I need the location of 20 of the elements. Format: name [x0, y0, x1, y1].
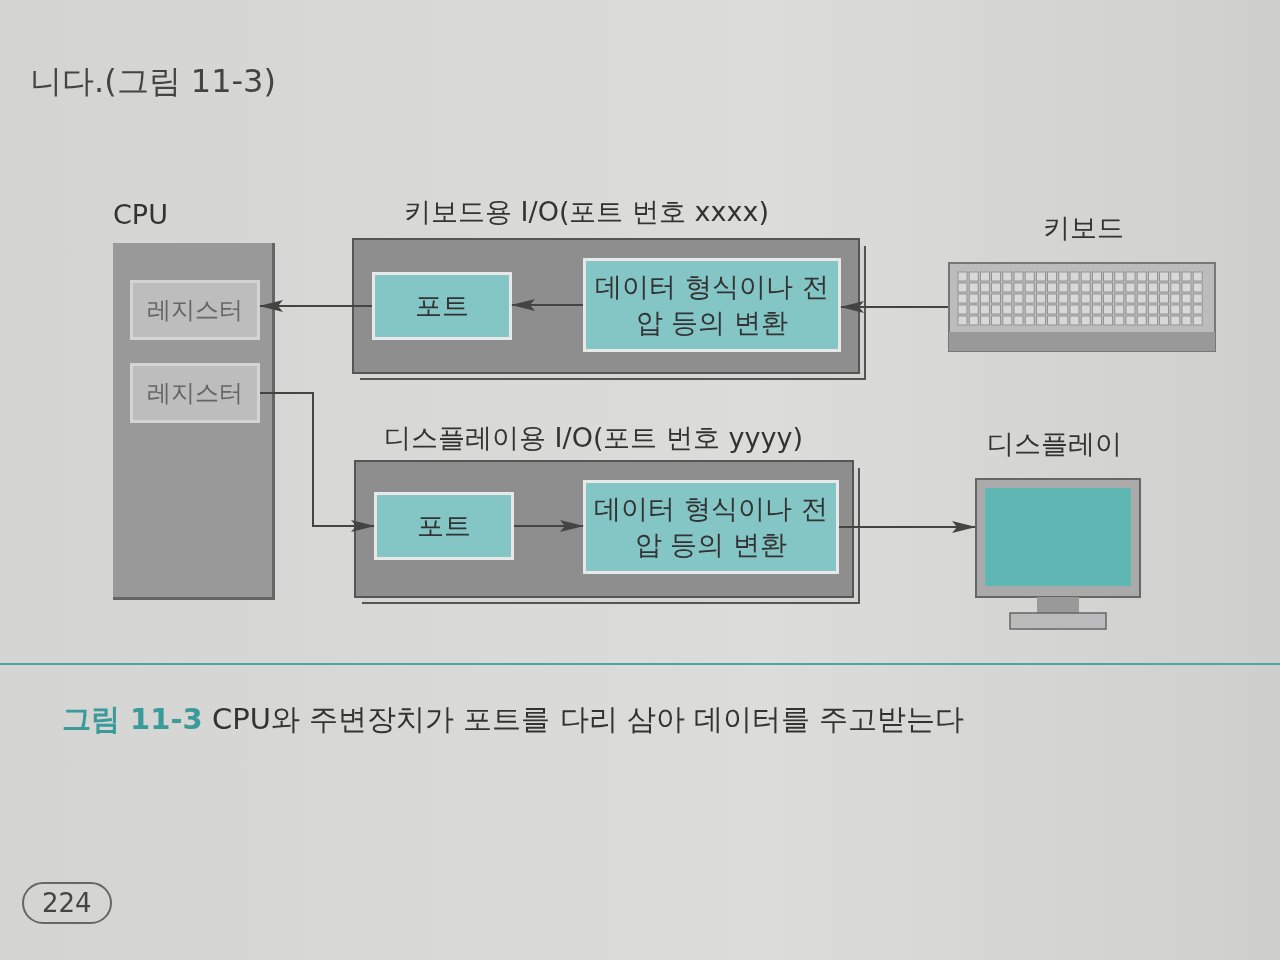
register-box: 레지스터 — [130, 363, 260, 423]
device-label: 키보드 — [1043, 211, 1124, 245]
device-label: 디스플레이 — [987, 427, 1122, 461]
port-box: 포트 — [374, 492, 514, 560]
port-box: 포트 — [372, 272, 512, 340]
conversion-box: 데이터 형식이나 전압 등의 변환 — [583, 258, 841, 352]
register-box: 레지스터 — [130, 280, 260, 340]
arrow — [840, 301, 949, 313]
arrow — [259, 300, 373, 312]
page-number: 224 — [22, 882, 112, 924]
figure-caption: 그림 11-3 CPU와 주변장치가 포트를 다리 삼아 데이터를 주고받는다 — [62, 701, 965, 738]
arrow — [838, 521, 976, 533]
cpu-heading: CPU — [113, 199, 168, 230]
conversion-box: 데이터 형식이나 전압 등의 변환 — [583, 480, 839, 574]
arrow — [513, 520, 584, 532]
arrow — [511, 299, 584, 311]
body-text: 니다.(그림 11-3) — [30, 61, 276, 102]
panel-heading: 키보드용 I/O(포트 번호 xxxx) — [404, 195, 770, 229]
arrow — [259, 392, 375, 532]
panel-heading: 디스플레이용 I/O(포트 번호 yyyy) — [384, 421, 804, 455]
